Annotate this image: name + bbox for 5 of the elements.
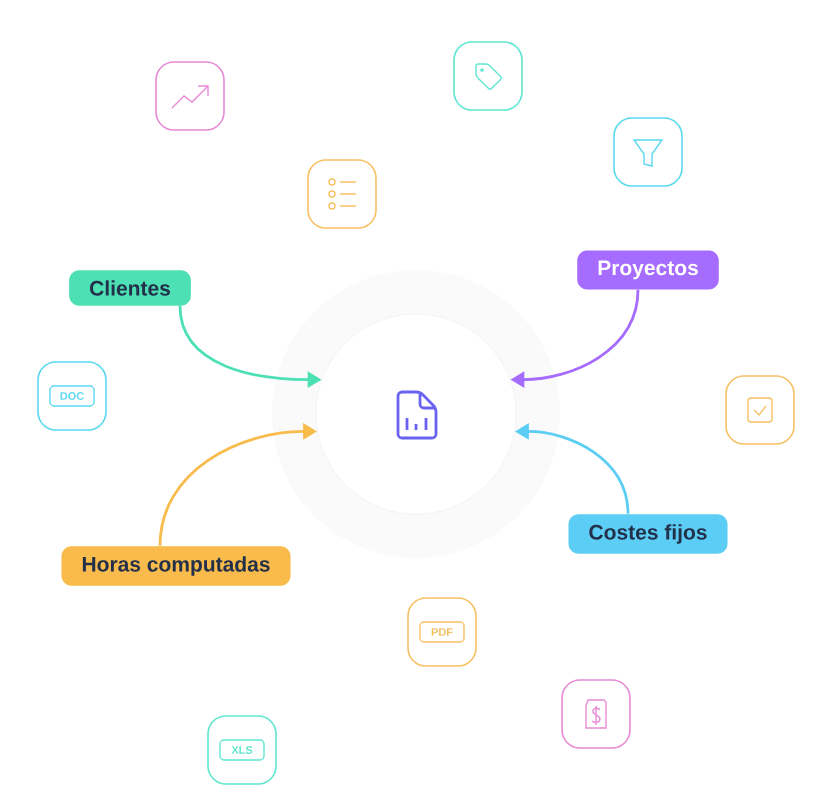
label-box: Clientes	[69, 270, 191, 306]
report-circle	[315, 313, 517, 515]
label-box: Costes fijos	[568, 514, 728, 554]
label-box: Horas computadas	[61, 546, 291, 586]
label-box: Proyectos	[577, 250, 719, 290]
